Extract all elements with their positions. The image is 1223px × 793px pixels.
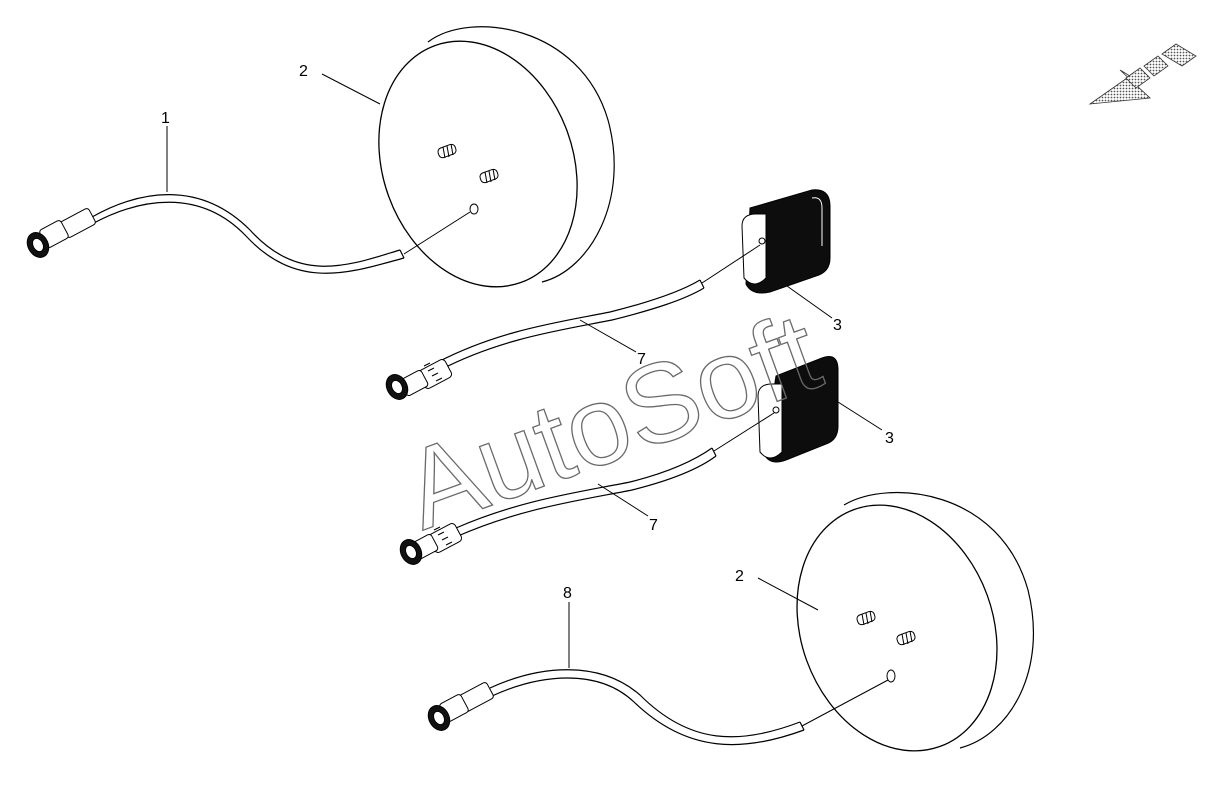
callout-3-lower: 3 (885, 430, 894, 447)
speaker-disc-top (378, 26, 615, 288)
screw-icon (856, 610, 876, 626)
sensor-cable-1 (26, 194, 471, 274)
callout-7-upper: 7 (637, 351, 646, 368)
speaker-disc-bottom (796, 491, 1035, 752)
sensor-module-lower (757, 356, 839, 463)
screw-icon (437, 143, 457, 159)
callout-1: 1 (161, 110, 170, 127)
screw-icon (896, 630, 916, 646)
direction-arrow-icon (1088, 43, 1197, 105)
watermark: AutoSoft (387, 288, 835, 554)
callout-8: 8 (563, 585, 572, 602)
sensor-cable-7-upper (385, 244, 761, 400)
bnc-connector-icon (26, 208, 96, 258)
cable-port-icon (886, 669, 896, 683)
bnc-connector-icon (399, 523, 463, 565)
sensor-cable-8 (427, 669, 889, 746)
callout-7-lower: 7 (649, 517, 658, 534)
sensor-module-upper (741, 189, 831, 294)
sensor-cable-7-lower (399, 412, 775, 565)
callout-2-top: 2 (299, 63, 308, 80)
bnc-connector-icon (385, 359, 453, 400)
callout-labels: 1 2 2 3 3 7 7 8 (161, 63, 894, 602)
leader-lines (166, 73, 883, 668)
cable-port-icon (469, 203, 479, 215)
watermark-text: AutoSoft (388, 288, 834, 552)
callout-3-upper: 3 (833, 317, 842, 334)
callout-2-bottom: 2 (735, 568, 744, 585)
screw-icon (479, 168, 499, 184)
bnc-connector-icon (427, 682, 494, 731)
